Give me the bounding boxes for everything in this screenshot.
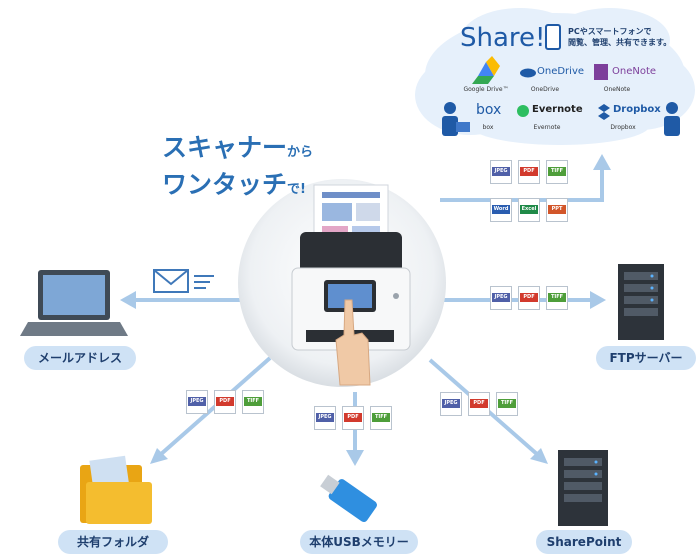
file-type-tiff: TIFF <box>242 390 264 414</box>
file-type-jpeg: JPEG <box>490 160 512 184</box>
service-evernote-name[interactable]: Evernote <box>532 104 583 115</box>
google-drive-icon <box>472 56 500 84</box>
onedrive-icon <box>520 68 536 78</box>
ftp-server-illustration <box>618 264 664 340</box>
service-box-name[interactable]: box <box>476 102 502 118</box>
file-type-jpeg: JPEG <box>314 406 336 430</box>
file-type-pdf: PDF <box>214 390 236 414</box>
tagline: スキャナーから ワンタッチで! <box>162 132 313 206</box>
arrow-heads <box>120 154 611 466</box>
service-dropbox-name[interactable]: Dropbox <box>613 104 661 115</box>
person-left-icon <box>442 102 470 136</box>
file-type-pdf: PDF <box>518 160 540 184</box>
person-right-icon <box>664 102 680 136</box>
scanner-illustration <box>291 184 411 386</box>
destination-folder-label[interactable]: 共有フォルダ <box>58 530 168 554</box>
file-type-tiff: TIFF <box>370 406 392 430</box>
share-description: PCやスマートフォンで 閲覧、管理、共有できます。 <box>568 27 672 47</box>
file-type-tiff: TIFF <box>546 160 568 184</box>
service-onedrive-name[interactable]: OneDrive <box>537 66 585 77</box>
envelope-icon <box>153 269 214 293</box>
share-title: Share! <box>460 23 546 53</box>
dropbox-icon <box>598 104 610 120</box>
service-onedrive-label: OneDrive <box>530 86 560 93</box>
service-box-label: box <box>482 124 494 131</box>
file-type-jpeg: JPEG <box>490 286 512 310</box>
smartphone-icon <box>545 24 561 50</box>
destination-ftp-label[interactable]: FTPサーバー <box>596 346 696 370</box>
file-type-jpeg: JPEG <box>186 390 208 414</box>
service-onenote-name[interactable]: OneNote <box>612 66 657 77</box>
folder-illustration <box>80 455 152 524</box>
laptop-illustration <box>20 270 128 336</box>
file-type-tiff: TIFF <box>546 286 568 310</box>
file-type-pdf: PDF <box>342 406 364 430</box>
service-onenote-label: OneNote <box>603 86 631 93</box>
file-type-ppt: PPT <box>546 198 568 222</box>
file-type-word: Word <box>490 198 512 222</box>
destination-usb-label[interactable]: 本体USBメモリー <box>300 530 418 554</box>
file-type-pdf: PDF <box>468 392 490 416</box>
usb-illustration <box>320 474 377 523</box>
file-type-tiff: TIFF <box>496 392 518 416</box>
destination-sharepoint-label[interactable]: SharePoint <box>536 530 632 554</box>
tagline-line1: スキャナーから <box>162 133 314 162</box>
service-dropbox-label: Dropbox <box>610 124 636 131</box>
file-type-excel: Excel <box>518 198 540 222</box>
onenote-icon <box>594 64 608 80</box>
file-type-jpeg: JPEG <box>440 392 462 416</box>
share-cloud <box>415 8 695 145</box>
file-type-pdf: PDF <box>518 286 540 310</box>
sharepoint-server-illustration <box>558 450 608 526</box>
service-evernote-label: Evernote <box>533 124 561 131</box>
evernote-icon <box>517 105 529 117</box>
tagline-line2: ワンタッチで! <box>162 170 306 199</box>
service-google-drive-label[interactable]: Google Drive™ <box>463 86 509 93</box>
destination-email-label[interactable]: メールアドレス <box>24 346 136 370</box>
